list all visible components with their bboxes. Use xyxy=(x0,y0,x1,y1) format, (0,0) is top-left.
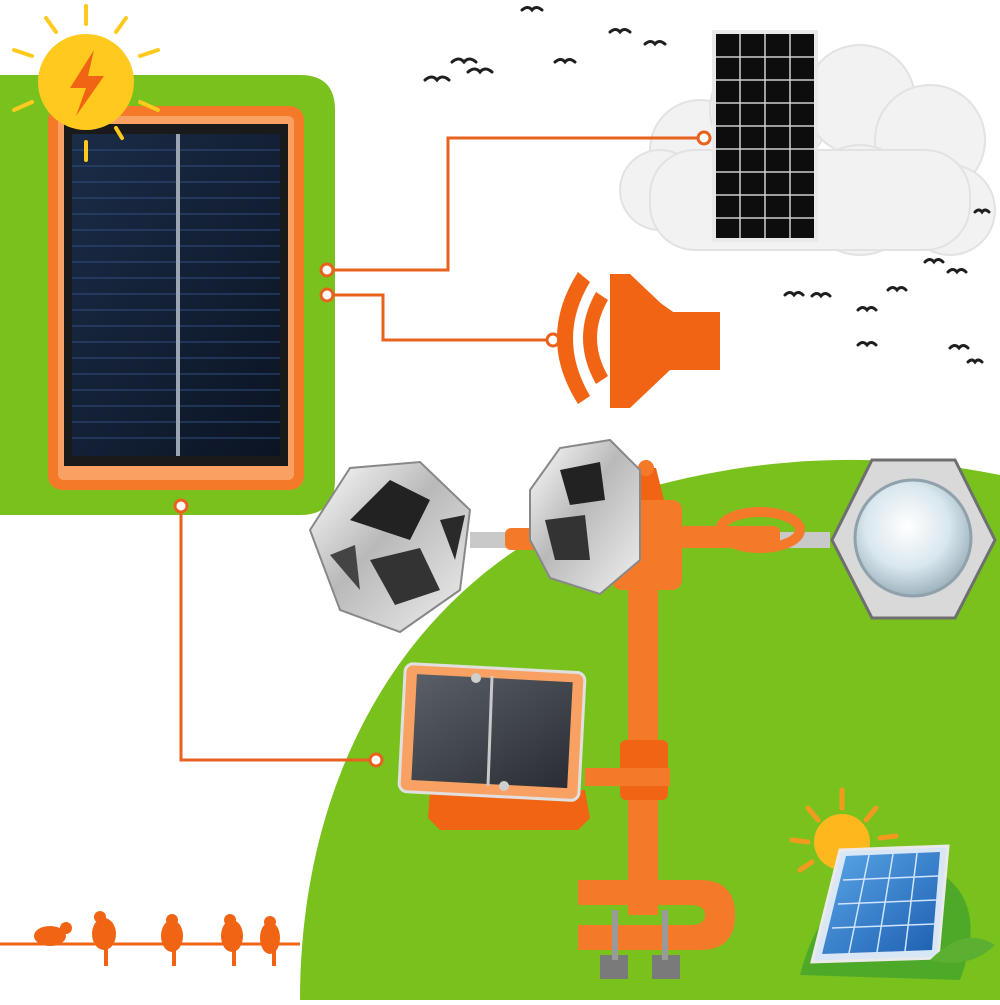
connector-dots xyxy=(173,130,712,768)
flying-birds xyxy=(423,6,991,365)
solar-panel-sun-icon xyxy=(789,787,995,980)
product-solar-box xyxy=(397,662,590,830)
birds-on-wire-icon xyxy=(0,911,300,966)
bird-repeller-product xyxy=(308,438,997,979)
sun-lightning-icon xyxy=(12,4,160,162)
mirror-ball-left xyxy=(308,460,472,634)
mirror-ball-middle xyxy=(529,438,641,596)
sky-solar-panel xyxy=(712,30,818,242)
speaker-sound-icon xyxy=(557,272,720,408)
connector-wires xyxy=(179,136,704,762)
hex-lens-right xyxy=(830,458,997,620)
main-solar-panel xyxy=(48,106,304,490)
